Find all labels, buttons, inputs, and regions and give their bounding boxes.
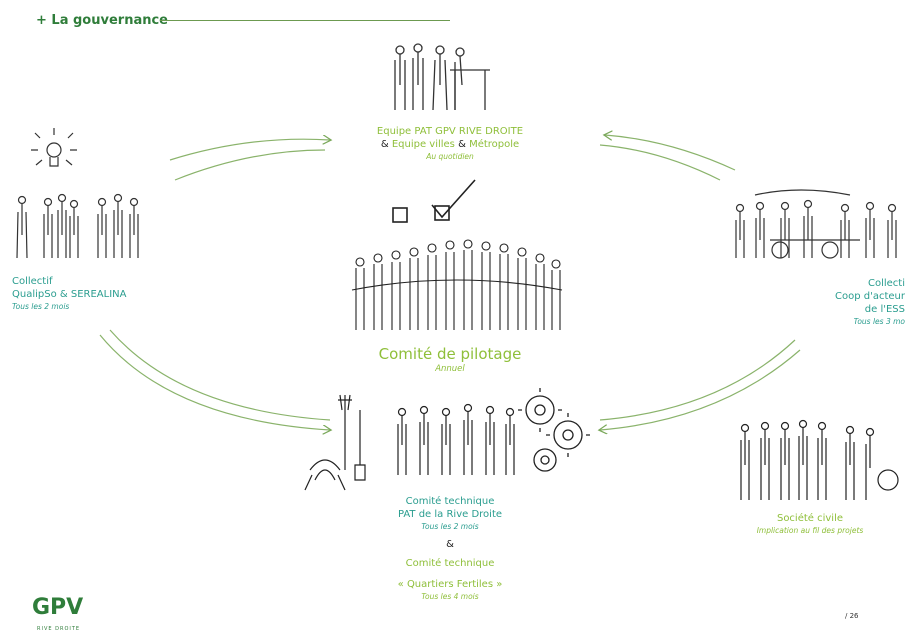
- right-frequency: Tous les 3 mo: [853, 317, 905, 326]
- pilotage-title: Comité de pilotage: [378, 345, 522, 363]
- gpv-logo: GPV: [32, 595, 84, 620]
- node-comite-technique: Comité technique PAT de la Rive Droite T…: [330, 495, 570, 602]
- left-line-1: Collectif: [12, 276, 53, 287]
- people-sketch-bottom: [397, 403, 515, 475]
- ct2-line-1: Comité technique: [405, 558, 495, 569]
- team-frequency: Au quotidien: [426, 152, 474, 161]
- ct2-frequency: Tous les 4 mois: [421, 592, 479, 601]
- gears-icon: [518, 388, 590, 472]
- right-line-1: Collecti: [867, 278, 905, 289]
- left-frequency: Tous les 2 mois: [12, 302, 70, 311]
- page-number: / 26: [845, 612, 859, 620]
- node-societe-civile: Société civile Implication au fil des pr…: [715, 512, 905, 536]
- team-amp-1: &: [380, 139, 389, 150]
- arrow-left-to-bottom: [99, 329, 330, 430]
- left-line-2: QualipSo & SEREALINA: [12, 289, 127, 300]
- team-villes: Equipe villes: [391, 139, 455, 150]
- right-line-2: Coop d'acteur: [835, 291, 905, 302]
- vote-checkbox-icon: [392, 179, 476, 223]
- arrow-left-to-top: [169, 139, 330, 181]
- civil-title: Société civile: [776, 513, 844, 524]
- team-amp-2: &: [458, 139, 466, 150]
- people-sketch-left: [16, 193, 139, 259]
- node-collectif-right: Collecti Coop d'acteur de l'ESS Tous les…: [800, 277, 905, 327]
- team-metropole: Métropole: [469, 139, 520, 150]
- arrow-right-to-bottom: [600, 339, 801, 430]
- team-sketch-top: [394, 43, 490, 111]
- ct1-frequency: Tous les 2 mois: [421, 522, 479, 531]
- people-sketch-civil: [740, 419, 899, 500]
- ct1-line-2: PAT de la Rive Droite: [397, 509, 503, 520]
- node-comite-pilotage: Comité de pilotage Annuel: [330, 344, 570, 374]
- ct2-line-2: « Quartiers Fertiles »: [397, 579, 503, 590]
- node-team: Equipe PAT GPV RIVE DROITE & Equipe vill…: [300, 125, 600, 162]
- ct-amp: &: [446, 539, 454, 550]
- page-title: + La gouvernance: [36, 13, 168, 28]
- right-line-3: de l'ESS: [864, 304, 905, 315]
- title-divider: [160, 20, 450, 21]
- civil-frequency: Implication au fil des projets: [756, 526, 864, 535]
- lightbulb-icon: [31, 128, 77, 167]
- node-collectif-left: Collectif QualipSo & SEREALINA Tous les …: [12, 275, 182, 312]
- gpv-logo-subtitle: RIVE DROITE: [37, 626, 81, 632]
- ct1-line-1: Comité technique: [405, 496, 495, 507]
- team-line-2: & Equipe villes & Métropole: [300, 138, 600, 151]
- crowd-sketch-center: [351, 239, 563, 330]
- people-sketch-right: [735, 189, 897, 259]
- team-line-1: Equipe PAT GPV RIVE DROITE: [376, 126, 524, 137]
- pilotage-frequency: Annuel: [435, 364, 465, 374]
- garden-tools-sketch: [304, 394, 366, 491]
- arrow-right-to-top: [599, 135, 736, 181]
